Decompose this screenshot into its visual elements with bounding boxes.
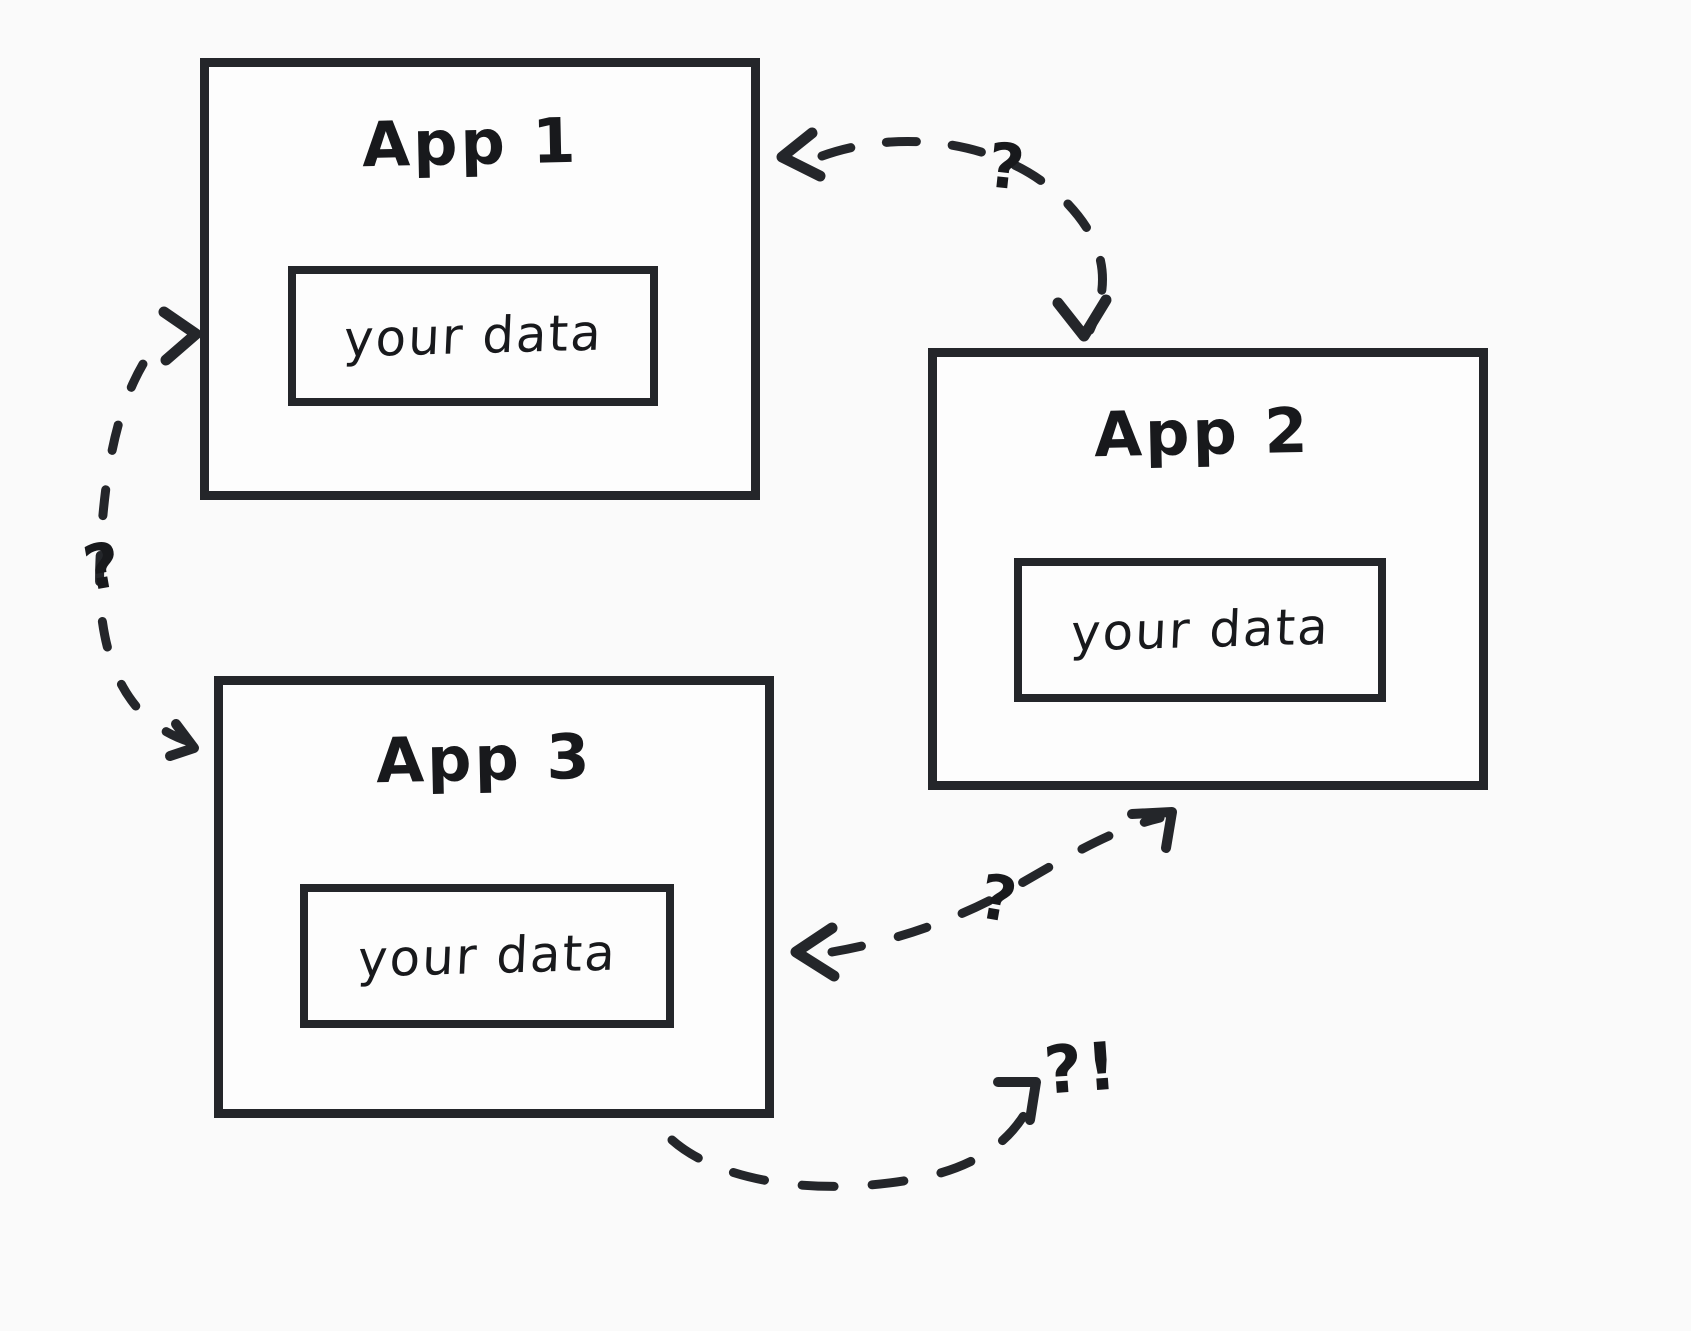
data-box-app2[interactable]: your data (1014, 558, 1386, 702)
connector-app1-to-app2 (817, 136, 1107, 335)
connector-app3-bottom-loop (667, 1099, 1035, 1191)
arrowhead-app2-top (1052, 294, 1112, 342)
connector-app2-to-app3 (827, 813, 1165, 957)
app-title-app2: App 2 (1093, 393, 1312, 472)
data-label-app2: your data (1069, 597, 1331, 663)
arrowhead-bottom-loop (993, 1077, 1041, 1125)
arrowhead-app2-bottom (1127, 807, 1177, 853)
arrowhead-app3-right (790, 922, 840, 982)
arrowhead-app1-left (158, 306, 202, 366)
data-label-app3: your data (356, 923, 618, 989)
data-box-app1[interactable]: your data (288, 266, 658, 406)
data-label-app1: your data (342, 303, 604, 369)
app-title-app3: App 3 (375, 719, 594, 798)
arrowhead-app1-right (776, 127, 826, 182)
connector-app3-to-app1 (95, 345, 195, 747)
app-title-app1: App 1 (361, 103, 580, 182)
annotation-app1-to-app2: ? (984, 128, 1028, 205)
data-box-app3[interactable]: your data (300, 884, 674, 1028)
arrowhead-app3-topleft (165, 719, 199, 761)
annotation-bottom-loop: ?! (1041, 1027, 1123, 1110)
